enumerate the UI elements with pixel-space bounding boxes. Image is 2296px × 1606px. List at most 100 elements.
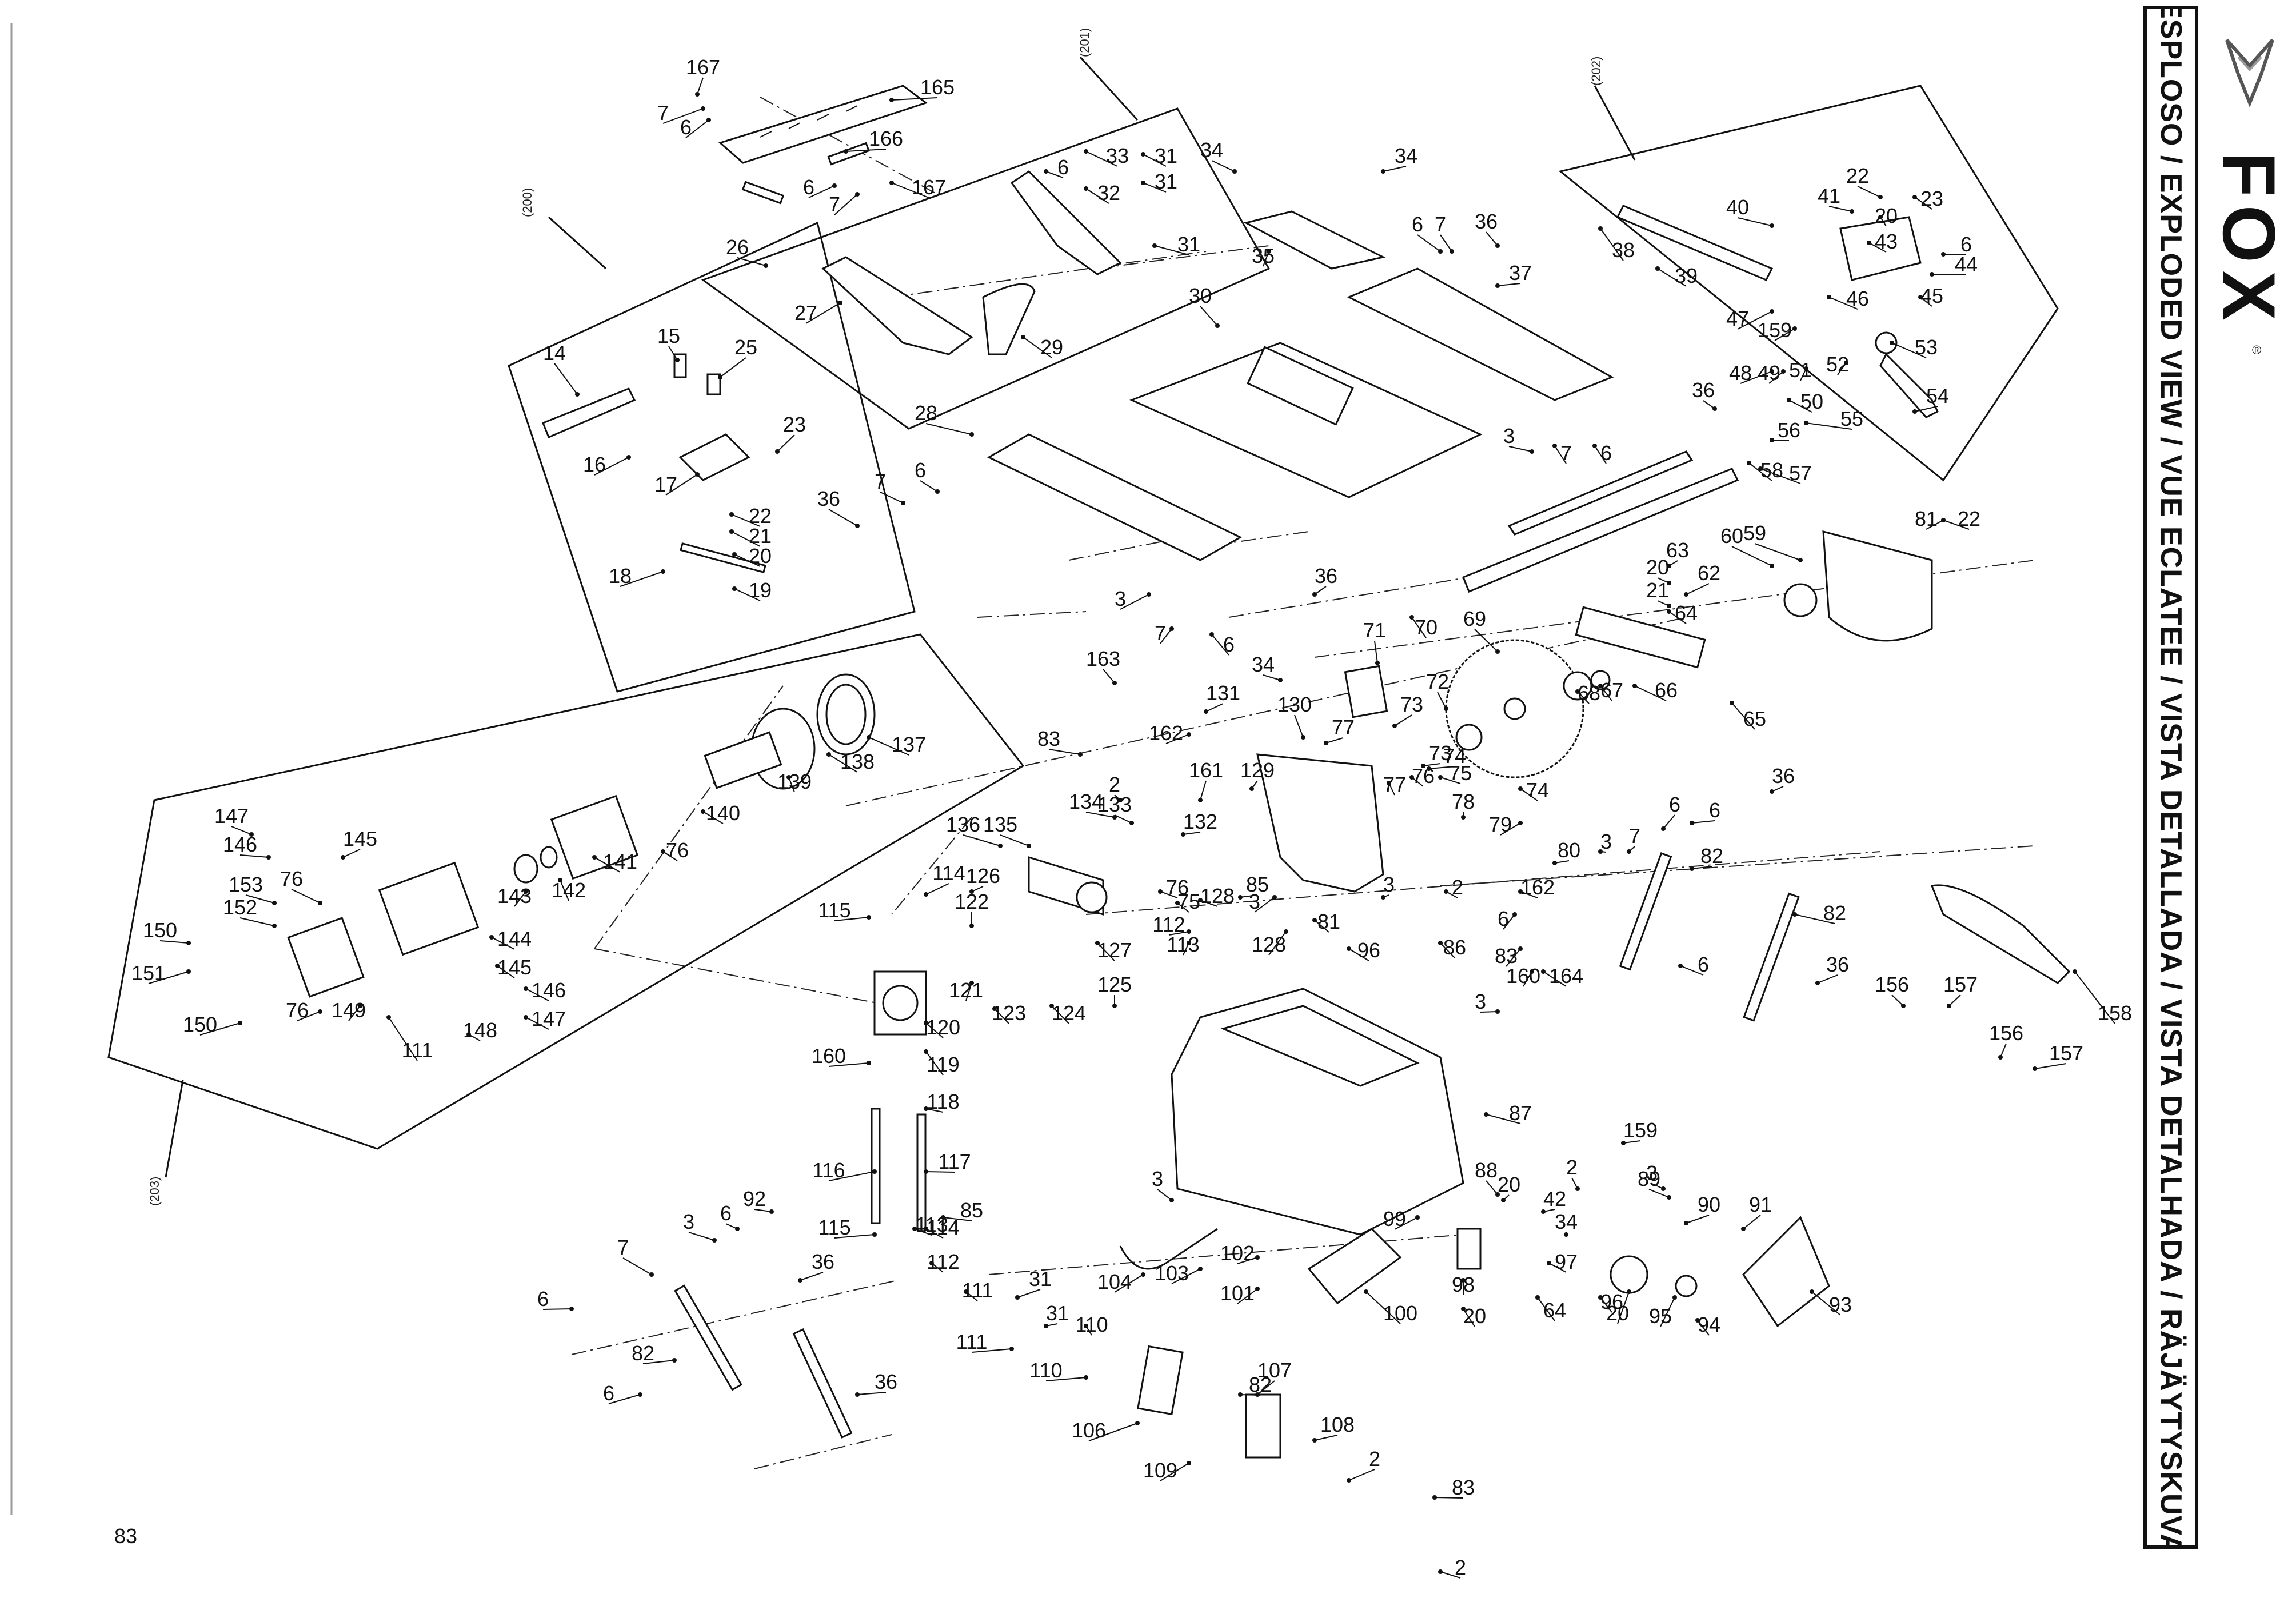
part-number-label: 35 [1252, 244, 1275, 267]
part-number-label: 135 [983, 813, 1017, 836]
leader-line [867, 735, 909, 756]
part-number-label: 112 [927, 1250, 959, 1273]
part-number-label: 126 [966, 864, 1000, 888]
leader-line [1157, 1189, 1174, 1202]
part-number-label: 40 [1726, 195, 1749, 219]
part-number-label: 149 [332, 998, 366, 1022]
leader-line [1617, 1289, 1631, 1324]
part-number-label: 81 [1915, 507, 1938, 530]
part-number-label: 3 [1503, 424, 1515, 448]
leader-line [1158, 889, 1178, 898]
base-87 [1171, 988, 1464, 1236]
part-number-label: 29 [1040, 335, 1063, 359]
leader-line [1474, 629, 1500, 654]
leader-line [1237, 1255, 1260, 1264]
part-number-label: 7 [875, 470, 886, 493]
part-number-label: 152 [223, 896, 257, 919]
part-number-label: 113 [1167, 933, 1199, 956]
leader-line [941, 1215, 972, 1221]
leader-line [855, 1392, 887, 1397]
part-number-label: 159 [1623, 1118, 1658, 1142]
part-number-label: 150 [183, 1013, 217, 1036]
part-number-label: 136 [946, 813, 980, 836]
part-number-label: 100 [1383, 1301, 1417, 1325]
part-number-label: 36 [817, 487, 840, 510]
part-number-label: 6 [1960, 233, 1972, 256]
leader-line [489, 935, 515, 950]
part-number-label: 147 [532, 1007, 566, 1030]
part-number-label: 56 [1778, 418, 1800, 442]
leader-line [1263, 674, 1283, 682]
part-number-label: 87 [1509, 1101, 1532, 1125]
rod-117 [916, 1113, 927, 1230]
part-number-label: 165 [920, 75, 955, 99]
leader-line [1890, 341, 1927, 358]
knob-25 [706, 373, 721, 395]
part-number-label: 47 [1726, 307, 1749, 330]
part-number-label: 57 [1789, 461, 1812, 485]
leader-line [291, 889, 322, 905]
part-number-label: 138 [840, 750, 875, 773]
part-number-label: 31 [1155, 170, 1177, 193]
leader-line [1114, 794, 1123, 802]
part-number-label: 162 [1520, 876, 1555, 899]
part-number-label: 63 [1666, 538, 1689, 562]
leader-line [1347, 946, 1369, 961]
leader-line [1438, 775, 1461, 784]
part-number-label: 41 [1818, 184, 1840, 207]
part-number-label: 60 [1720, 524, 1743, 548]
part-number-label: 85 [1246, 873, 1269, 896]
part-number-label: 50 [1800, 390, 1823, 413]
leader-line [828, 1169, 877, 1181]
leader-line [1021, 335, 1052, 358]
part-number-label: 75 [1177, 890, 1200, 913]
leader-line [1364, 1289, 1401, 1324]
leader-line [1312, 1435, 1338, 1443]
group-label-201: (201) [1077, 28, 1092, 57]
leader-line [1427, 766, 1455, 771]
part-number-label: 6 [1057, 155, 1069, 179]
part-number-label: 6 [720, 1201, 732, 1225]
leader-line [1661, 814, 1675, 831]
part-number-label: 34 [1395, 144, 1417, 167]
part-number-label: 140 [706, 801, 740, 825]
part-number-label: 37 [1509, 261, 1532, 285]
part-number-label: 6 [1600, 441, 1612, 465]
leader-line [828, 509, 860, 528]
leader-line [1547, 1261, 1567, 1273]
leader-line [1926, 518, 1946, 530]
leader-line [1867, 241, 1887, 253]
brand-name: FOX [2207, 151, 2291, 329]
leader-line [1747, 461, 1772, 481]
part-number-label: 120 [926, 1016, 960, 1039]
part-number-label: 39 [1675, 264, 1698, 287]
part-number-label: 90 [1698, 1193, 1720, 1216]
rear-support-plate [718, 85, 928, 164]
part-number-label: 36 [1475, 210, 1498, 233]
leader-line [1160, 626, 1174, 644]
leader-line [1998, 1043, 2007, 1060]
part-number-label: 94 [1698, 1313, 1720, 1336]
part-number-label: 76 [280, 867, 303, 890]
leader-line [1160, 1461, 1191, 1481]
leader-line [1048, 749, 1083, 757]
part-number-label: 162 [1149, 721, 1183, 745]
leader-line [1684, 583, 1710, 597]
part-number-label: 16 [583, 453, 606, 476]
part-number-label: 7 [617, 1236, 629, 1259]
part-number-label: 83 [1037, 727, 1060, 750]
leader-line [1088, 1421, 1140, 1441]
part-number-label: 36 [1692, 378, 1715, 402]
part-number-label: 7 [1155, 621, 1166, 645]
flange-72 [1455, 724, 1483, 751]
stator-141 [550, 794, 639, 880]
part-number-label: 164 [1549, 964, 1583, 988]
part-number-label: 53 [1915, 335, 1938, 359]
part-number-label: 108 [1320, 1413, 1355, 1436]
part-number-label: 104 [1097, 1270, 1132, 1293]
part-number-label: 21 [1646, 578, 1669, 602]
leader-line [1657, 577, 1671, 585]
part-number-label: 2 [1109, 773, 1120, 796]
leader-line [1503, 912, 1517, 930]
part-number-label: 156 [1875, 973, 1909, 996]
